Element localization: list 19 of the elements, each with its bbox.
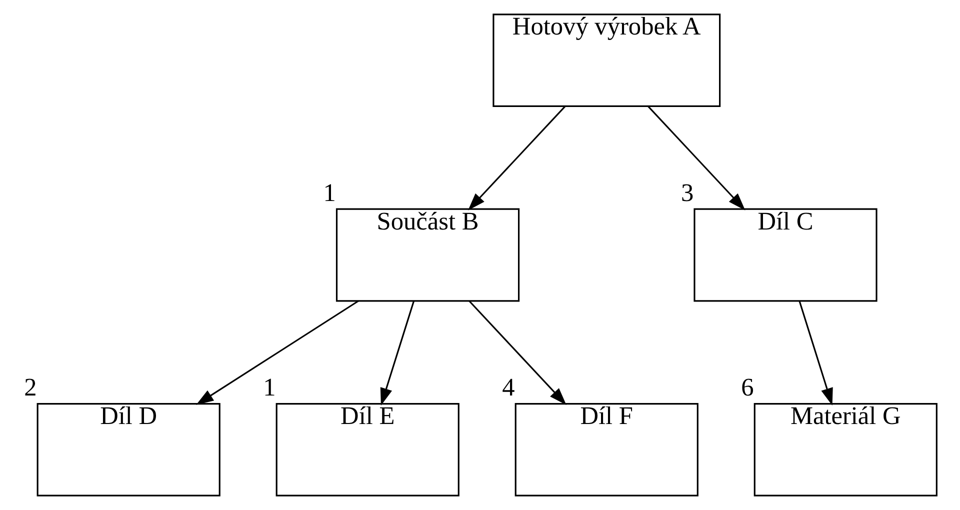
node-label: 1 <box>323 178 336 207</box>
node-box: Díl C <box>694 208 878 302</box>
arrow <box>648 106 746 210</box>
arrow <box>798 300 833 406</box>
node-box: Součást B <box>336 208 520 302</box>
node-label: 2 <box>24 374 37 402</box>
node-box: Díl F <box>514 403 698 496</box>
arrow <box>380 300 415 406</box>
arrow <box>468 106 566 210</box>
arrow <box>468 300 566 406</box>
node-label: 3 <box>681 178 694 207</box>
node-label: 6 <box>741 374 754 402</box>
node-box: Hotový výrobek A <box>492 14 721 107</box>
node-box: Materiál G <box>754 403 938 496</box>
node-box: Díl D <box>36 403 220 496</box>
node-label: 4 <box>502 374 515 402</box>
node-label: 1 <box>263 374 276 402</box>
node-box: Díl E <box>276 403 460 496</box>
arrow <box>196 300 359 405</box>
